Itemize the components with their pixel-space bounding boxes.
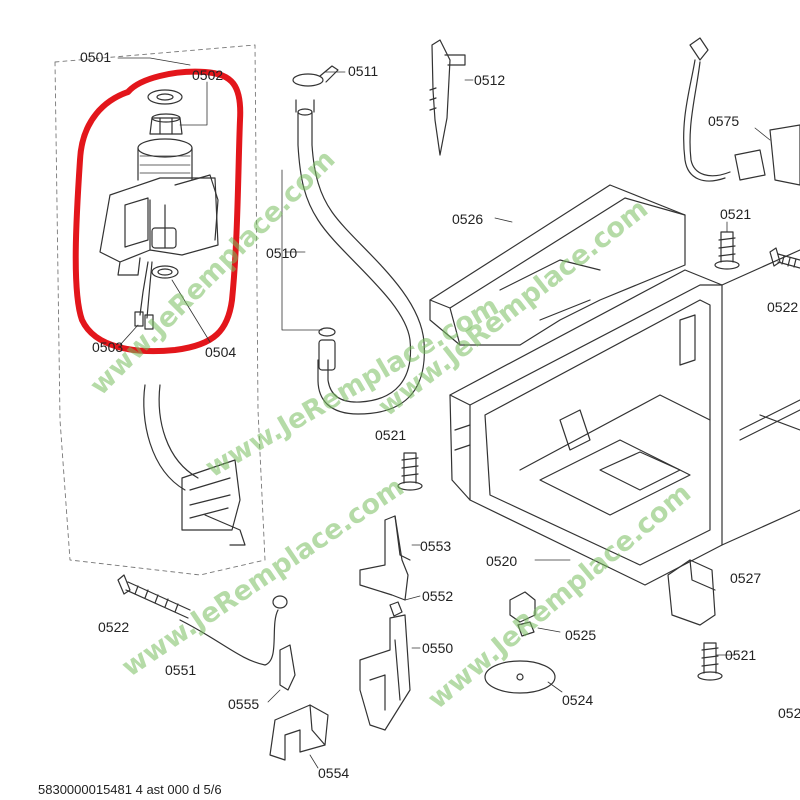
part-0527 [667, 559, 716, 626]
sealing-washer [147, 89, 183, 105]
part-0552 [389, 601, 403, 617]
label-0520: 0520 [486, 553, 518, 569]
sensor-cable [179, 595, 288, 666]
label-0526: 0526 [452, 211, 484, 227]
label-0502: 0502 [192, 67, 224, 83]
label-0522-left: 0522 [98, 619, 130, 635]
label-0575: 0575 [708, 113, 740, 129]
screw-0521-bottom [697, 642, 723, 681]
label-052x: 052 [778, 705, 800, 721]
pump-wires [134, 261, 154, 330]
drain-hose [295, 99, 425, 415]
label-0553: 0553 [420, 538, 452, 554]
o-ring [151, 265, 179, 279]
bracket-0554 [269, 704, 329, 761]
bracket-0550 [359, 614, 411, 731]
label-0503: 0503 [92, 339, 124, 355]
label-0521-bottom: 0521 [725, 647, 757, 663]
label-0551: 0551 [165, 662, 197, 678]
label-0521-middle: 0521 [375, 427, 407, 443]
screw-0522-left [117, 574, 191, 619]
part-0525 [509, 591, 536, 637]
screw-0521-middle [397, 452, 423, 491]
drain-pump [99, 138, 219, 276]
float-lever [429, 39, 466, 156]
label-0554: 0554 [318, 765, 350, 781]
top-cover [429, 184, 686, 346]
label-0555: 0555 [228, 696, 260, 712]
label-0512: 0512 [474, 72, 506, 88]
document-reference-code: 5830000015481 4 ast 000 d 5/6 [38, 782, 222, 797]
label-0511: 0511 [348, 63, 379, 79]
label-0504: 0504 [205, 344, 237, 360]
label-0525: 0525 [565, 627, 597, 643]
base-tub [449, 249, 800, 586]
label-0510: 0510 [266, 245, 298, 261]
disc-0524 [484, 660, 556, 694]
bracket-0553 [359, 515, 411, 601]
clip-0555 [279, 644, 296, 691]
label-0527: 0527 [730, 570, 762, 586]
nut [149, 113, 183, 135]
pump-housing-lower [181, 459, 246, 546]
label-0521-top: 0521 [720, 206, 752, 222]
label-0501: 0501 [80, 49, 112, 65]
hose-clamp [292, 65, 339, 87]
label-0524: 0524 [562, 692, 594, 708]
screw-0521-top [714, 231, 740, 270]
label-0522-right: 0522 [767, 299, 799, 315]
pump-outlet-hose [143, 384, 199, 491]
label-0550: 0550 [422, 640, 454, 656]
power-cable [683, 37, 800, 186]
highlight-outline [72, 68, 244, 355]
screw-0522-right [769, 247, 800, 269]
label-0552: 0552 [422, 588, 454, 604]
